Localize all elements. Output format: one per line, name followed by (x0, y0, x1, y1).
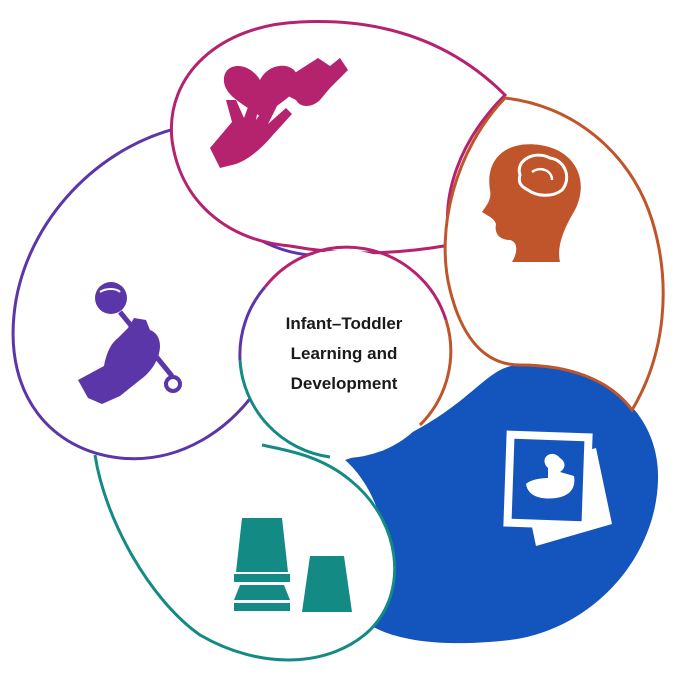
center-title-line-3: Development (290, 374, 398, 393)
duck-picture-card-icon (503, 430, 612, 546)
child-head-brain-icon (482, 144, 581, 262)
center-title: Infant–Toddler Learning and Development (258, 298, 430, 410)
center-title-line-1: Infant–Toddler (285, 314, 403, 333)
stacking-cups-icon (234, 518, 352, 612)
hand-rattle-icon (78, 282, 182, 404)
hands-heart-icon (210, 58, 348, 168)
center-circle (238, 245, 453, 459)
center-title-line-2: Learning and (290, 344, 398, 363)
